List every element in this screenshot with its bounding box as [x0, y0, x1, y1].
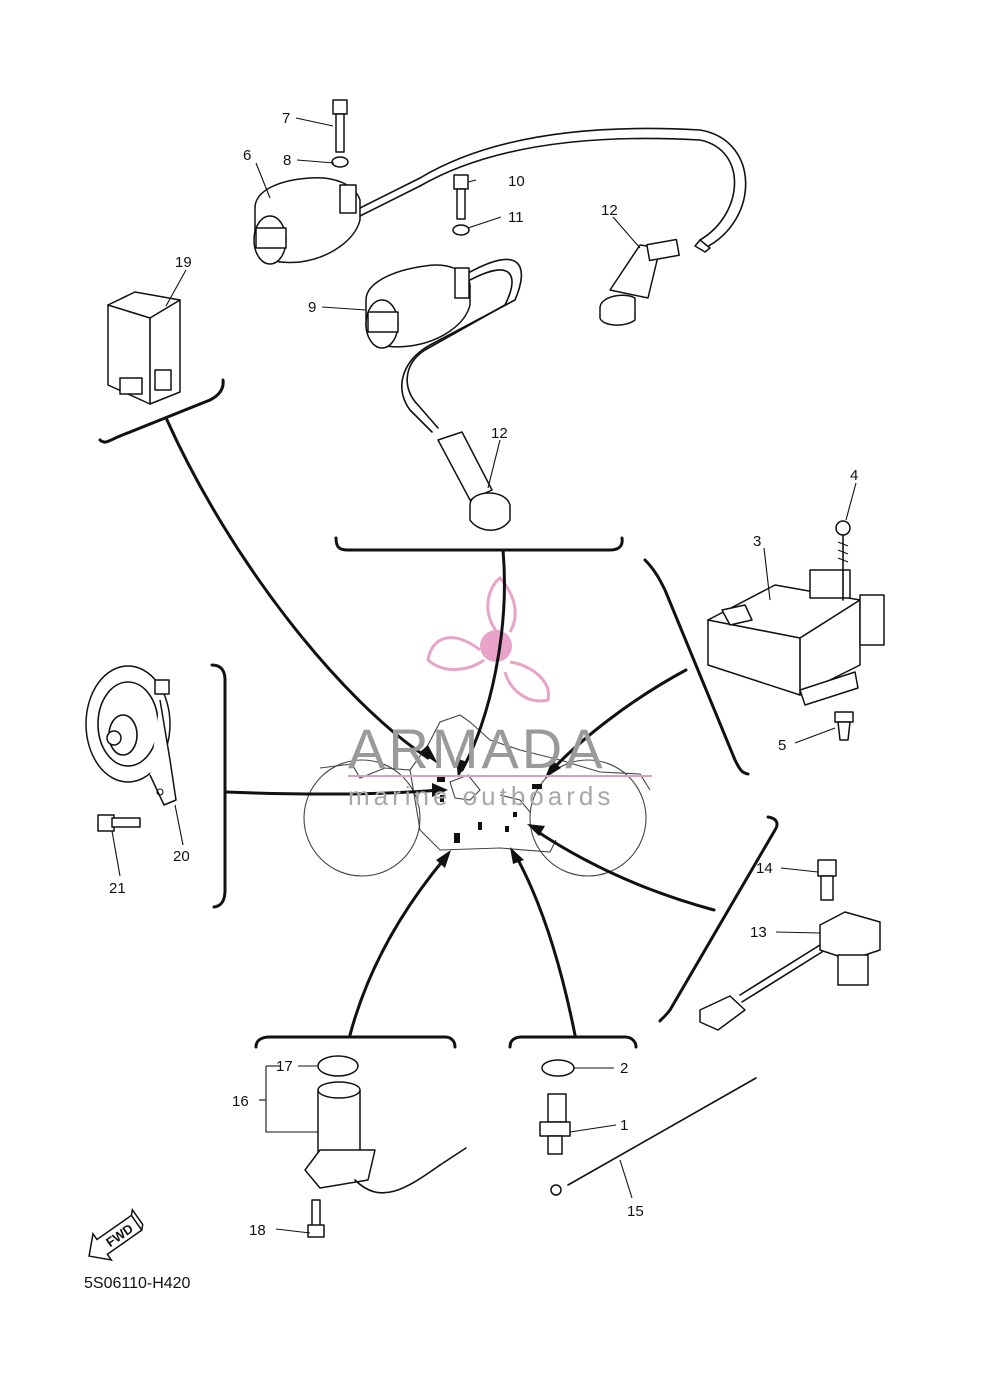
watermark-propeller-logo — [426, 576, 550, 703]
horn-20 — [85, 665, 177, 806]
callout-4: 4 — [850, 467, 858, 484]
callout-20: 20 — [173, 848, 190, 865]
washer-11 — [452, 224, 470, 236]
ignition-coil-6 — [253, 127, 747, 265]
callout-10: 10 — [508, 173, 525, 190]
leader-arrows — [165, 418, 716, 1037]
callout-12-lower: 12 — [491, 425, 508, 442]
washer-2 — [541, 1059, 575, 1077]
sensor-16 — [259, 1065, 467, 1194]
cdi-unit-3 — [707, 569, 885, 706]
callout-18: 18 — [249, 1222, 266, 1239]
watermark-tagline: marine outboards — [348, 781, 614, 811]
callout-15: 15 — [627, 1203, 644, 1220]
callout-16: 16 — [232, 1093, 249, 1110]
callout-12-upper: 12 — [601, 202, 618, 219]
sensor-13 — [699, 911, 881, 1031]
relay-unit-19 — [107, 291, 181, 405]
bolt-14 — [817, 859, 837, 901]
callout-21: 21 — [109, 880, 126, 897]
callout-6: 6 — [243, 147, 251, 164]
screw-18 — [307, 1199, 325, 1238]
callout-9: 9 — [308, 299, 316, 316]
callout-14: 14 — [756, 860, 773, 877]
switch-1 — [539, 1093, 571, 1155]
watermark-brand: ARMADA — [348, 717, 606, 780]
callout-8: 8 — [283, 152, 291, 169]
callout-5: 5 — [778, 737, 786, 754]
callout-leaders — [111, 117, 857, 1234]
ignition-coil-9 — [365, 258, 523, 433]
grommet-5 — [834, 711, 854, 741]
callout-13: 13 — [750, 924, 767, 941]
screw-4 — [835, 520, 851, 601]
motorcycle-outline — [303, 714, 651, 877]
fwd-arrow-icon: FWD — [88, 1207, 144, 1262]
callout-7: 7 — [282, 110, 290, 127]
callout-3: 3 — [753, 533, 761, 550]
callout-11: 11 — [508, 209, 524, 226]
callout-labels: 7 6 8 10 11 12 9 19 12 4 3 5 20 21 14 13… — [109, 110, 858, 1239]
callout-17: 17 — [276, 1058, 293, 1075]
plug-cap-12-lower — [437, 431, 511, 531]
bolt-21 — [97, 814, 141, 832]
washer-8 — [331, 156, 349, 168]
diagram-code: 5S06110-H420 — [84, 1275, 191, 1292]
callout-2: 2 — [620, 1060, 628, 1077]
location-markers — [437, 776, 542, 843]
lead-wire-15 — [550, 1077, 757, 1196]
callout-19: 19 — [175, 254, 192, 271]
bolt-10 — [453, 174, 469, 220]
group-brackets — [98, 378, 779, 1049]
o-ring-17 — [317, 1055, 359, 1077]
plug-cap-12-upper — [599, 238, 680, 326]
callout-1: 1 — [620, 1117, 628, 1134]
bolt-7 — [332, 99, 348, 153]
